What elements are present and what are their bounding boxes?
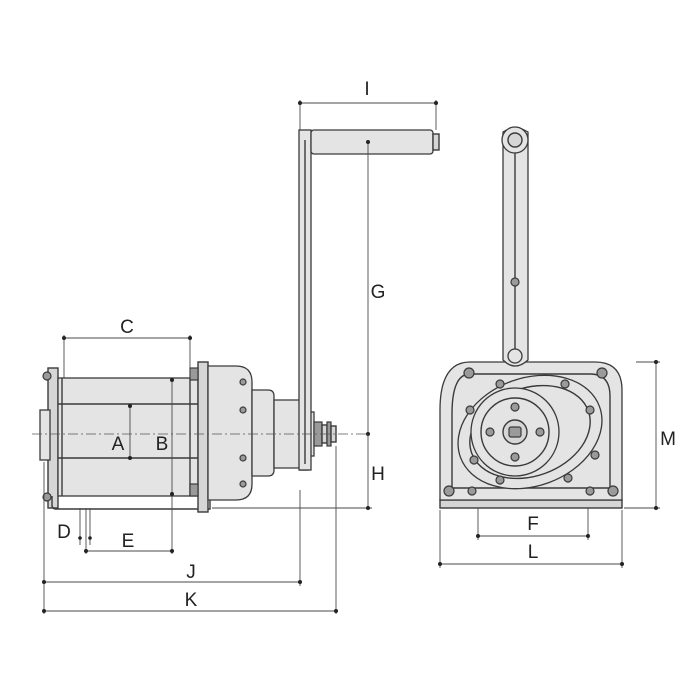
dim-label-E: E bbox=[122, 531, 135, 552]
dimension-lines bbox=[42, 100, 660, 614]
dimension-labels: I G H C A B D E J K M F L bbox=[57, 79, 676, 611]
dim-label-M: M bbox=[660, 429, 676, 450]
intermediate-housing bbox=[251, 389, 275, 477]
corner-bolt bbox=[596, 367, 608, 379]
bolt bbox=[42, 492, 52, 502]
dim-label-B: B bbox=[156, 434, 169, 455]
side-view bbox=[32, 129, 440, 513]
corner-bolt bbox=[607, 485, 619, 497]
drum-body bbox=[57, 377, 199, 497]
drum-hub-left bbox=[39, 409, 51, 461]
gear-housing bbox=[207, 365, 253, 501]
bolt-head bbox=[189, 367, 199, 381]
dim-label-H: H bbox=[371, 464, 385, 485]
corner-bolt bbox=[463, 367, 475, 379]
dim-label-G: G bbox=[371, 282, 386, 303]
dim-label-A: A bbox=[112, 434, 125, 455]
crank-handle bbox=[310, 129, 434, 155]
dim-label-F: F bbox=[527, 514, 539, 535]
front-view bbox=[439, 126, 623, 509]
dim-label-L: L bbox=[528, 542, 539, 563]
dim-label-J: J bbox=[186, 562, 196, 583]
bolt-head bbox=[189, 483, 199, 497]
handle-end-cap bbox=[432, 133, 440, 151]
dim-label-D: D bbox=[57, 522, 71, 543]
corner-bolt bbox=[443, 485, 455, 497]
bolt bbox=[42, 371, 52, 381]
dim-label-I: I bbox=[364, 79, 369, 100]
base-plate bbox=[439, 499, 623, 509]
dim-label-C: C bbox=[120, 317, 134, 338]
drum-right-flange bbox=[197, 361, 209, 513]
dim-label-K: K bbox=[185, 590, 198, 611]
base-frame bbox=[51, 496, 211, 510]
